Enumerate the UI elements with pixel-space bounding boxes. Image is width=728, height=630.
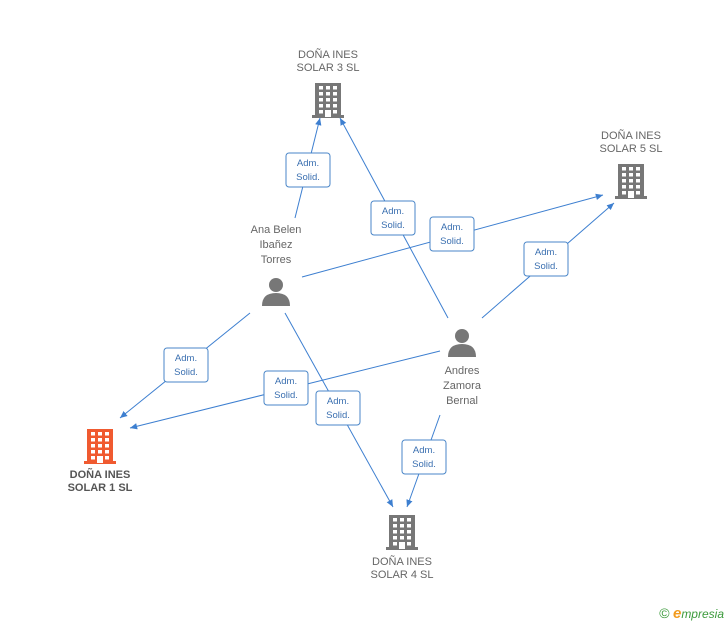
relation-badge-text: Solid. [534, 261, 558, 272]
relation-badge-text: Solid. [326, 410, 350, 421]
relation-badge[interactable]: Adm. Solid. [285, 152, 331, 188]
building-icon [615, 164, 647, 199]
relation-badge-box [401, 439, 447, 475]
relation-badge-box [523, 241, 569, 277]
copyright-symbol: © [659, 605, 670, 621]
node-label-line: SOLAR 5 SL [600, 143, 663, 155]
relation-badge-text: Solid. [174, 367, 198, 378]
relation-badge-text: Solid. [274, 390, 298, 401]
node-label-line: DOÑA INES [298, 48, 358, 61]
person-icon [448, 329, 476, 357]
brand-initial: e [672, 605, 682, 622]
node-label-line: Torres [261, 254, 292, 266]
relation-badge-box [315, 390, 361, 426]
relation-badge-text: Solid. [440, 236, 464, 247]
relation-badge[interactable]: Adm. Solid. [401, 439, 447, 475]
relation-badge[interactable]: Adm. Solid. [263, 370, 309, 406]
badges-layer: Adm. Solid. Adm. Solid. Adm. Solid. Adm. Solid.… [163, 152, 569, 475]
relation-badge[interactable]: Adm. Solid. [370, 200, 416, 236]
relation-badge-text: Adm. [413, 445, 435, 456]
relation-badge[interactable]: Adm. Solid. [523, 241, 569, 277]
brand-name: mpresia [681, 607, 724, 621]
node-label-line: SOLAR 4 SL [371, 569, 434, 581]
node-label-line: DOÑA INES [372, 555, 432, 568]
node-label-line: DOÑA INES [601, 129, 661, 142]
relation-badge-text: Adm. [327, 396, 349, 407]
node-label-line: Ana Belen [251, 224, 302, 236]
brand-logo: empresia [672, 605, 724, 622]
relation-badge-box [163, 347, 209, 383]
relation-badge-text: Adm. [297, 158, 319, 169]
building-icon [312, 83, 344, 118]
person-icon [262, 278, 290, 306]
relation-badge-text: Adm. [535, 247, 557, 258]
relation-badge-box [285, 152, 331, 188]
node-label-line: Andres [445, 365, 480, 377]
building-icon [84, 429, 116, 464]
node-label-line: Zamora [443, 380, 482, 392]
relation-badge-text: Adm. [175, 353, 197, 364]
relation-badge-text: Adm. [382, 206, 404, 217]
relation-badge-text: Adm. [275, 376, 297, 387]
node-label-line: DOÑA INES [70, 468, 131, 481]
footer-brand[interactable]: © empresia [659, 605, 724, 622]
node-label-line: Bernal [446, 395, 478, 407]
building-icon [386, 515, 418, 550]
relation-badge[interactable]: Adm. Solid. [429, 216, 475, 252]
edges-layer [119, 117, 615, 508]
relation-badge[interactable]: Adm. Solid. [315, 390, 361, 426]
relation-badge-text: Solid. [412, 459, 436, 470]
relation-badge-text: Solid. [381, 220, 405, 231]
node-label-line: SOLAR 3 SL [297, 62, 360, 74]
relation-badge[interactable]: Adm. Solid. [163, 347, 209, 383]
node-label-line: Ibañez [259, 239, 292, 251]
relation-badge-box [429, 216, 475, 252]
relation-badge-text: Solid. [296, 172, 320, 183]
relation-badge-box [263, 370, 309, 406]
node-label-line: SOLAR 1 SL [68, 482, 133, 494]
relation-badge-text: Adm. [441, 222, 463, 233]
relation-badge-box [370, 200, 416, 236]
